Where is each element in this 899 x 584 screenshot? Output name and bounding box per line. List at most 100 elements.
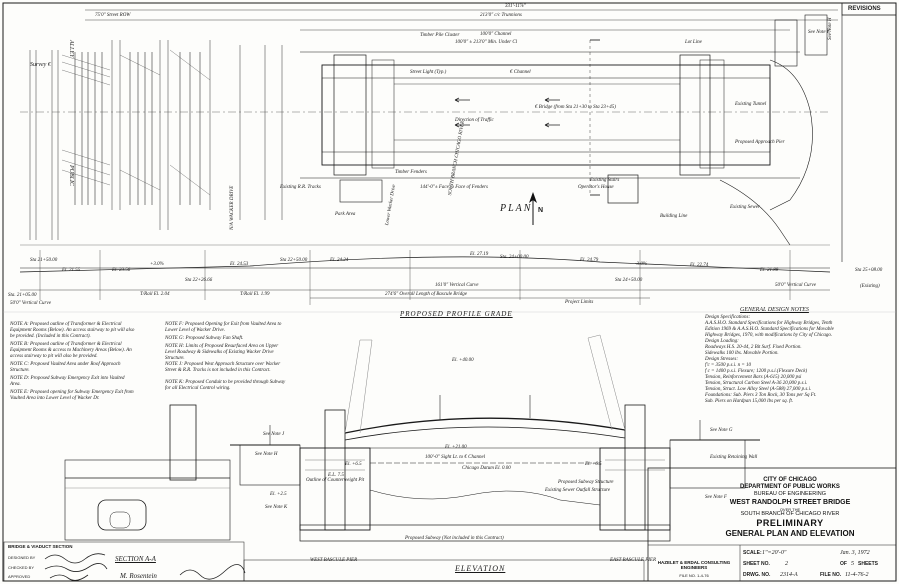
tb-consultant: HAZELET & ERDAL CONSULTING ENGINEERS <box>657 560 731 570</box>
revisions-label: REVISIONS <box>848 6 881 12</box>
tb-sheet-title: GENERAL PLAN AND ELEVATION <box>725 529 855 538</box>
plan-view: N <box>20 9 838 246</box>
street-light-label: Street Light (Typ.) <box>410 70 447 75</box>
note-d: NOTE D: Proposed Subway Emergency Exit i… <box>10 376 125 387</box>
profile-sta-5: Sta 24+50.00 <box>615 278 643 283</box>
subway-structure-label: Proposed Subway Structure <box>558 480 614 485</box>
note-f: NOTE F: Proposed Opening for Exit from V… <box>165 322 282 333</box>
tb-file-value: 11-4-76-2 <box>845 572 869 578</box>
profile-el-3: El. 24.24 <box>330 258 349 263</box>
vertical-curve-left: 50'0" Vertical Curve <box>10 301 51 306</box>
grade-left: +3.0% <box>150 262 164 267</box>
profile-el-2: El. 24.53 <box>230 262 249 267</box>
note-b: NOTE B: Proposed outline of Transformer … <box>10 342 132 359</box>
outline-counterweight-label: Outline of Counterweight Pit <box>306 478 365 483</box>
elevation-title: ELEVATION <box>455 564 506 573</box>
existing-sewer-label: Existing Sewer <box>730 205 760 210</box>
tb-project: WEST RANDOLPH STREET BRIDGE <box>729 499 851 506</box>
channel-dim: 100'0" Channel <box>480 32 512 37</box>
profile-title: PROPOSED PROFILE GRADE <box>400 310 513 318</box>
existing-tracks-label: Existing R.R. Tracks <box>280 185 321 190</box>
profile-existing: (Existing) <box>860 284 880 289</box>
design-note-line: f'c = 3500 p.s.i. n = 10 <box>705 363 752 368</box>
timber-cluster-label: Timber Pile Cluster <box>420 33 460 38</box>
design-note-line: Tension, Reinforcement Bars (A-615) 20,0… <box>705 375 802 380</box>
profile-sta-4: Sta. 24+00.00 <box>500 255 529 260</box>
tb-date-value: Jan. 3, 1972 <box>840 550 870 556</box>
design-note-line: Design Loading: <box>705 339 739 344</box>
see-note-e-label: See Note E <box>808 30 830 35</box>
profile-sta-6: Sta 25+08.00 <box>855 268 883 273</box>
profile-el-6: El. 22.74 <box>690 263 709 268</box>
vertical-curve-right: 50'0" Vertical Curve <box>775 283 816 288</box>
design-note-line: Foundations: Sub. Piers 3 Ton Rock, 30 T… <box>705 393 817 398</box>
el-pier-left-label: El. +6.5 <box>345 462 362 467</box>
clear-height-label: 100'-0" Sight Lt. to € Channel <box>425 455 486 460</box>
note-e: NOTE E: Proposed opening for Subway Emer… <box>10 390 134 401</box>
e-channel-label: € Channel <box>510 70 531 75</box>
water-el-label: El. +2.5 <box>270 492 287 497</box>
design-note-line: f c = 1400 p.s.i. Flexure; 1200 p.s.i.(F… <box>705 369 808 374</box>
sig-designed-by: DESIGNED BY <box>8 555 36 560</box>
revisions-box <box>841 2 897 16</box>
design-note-line: A.A.S.H.O. Standard Specifications for H… <box>705 321 833 326</box>
profile-el-4: El. 27.19 <box>470 252 489 257</box>
see-note-k-label: See Note K <box>265 505 288 510</box>
elevation-view <box>230 334 760 542</box>
el-top-label: El. +40.00 <box>452 358 474 363</box>
tb-scale-value: 1"=20'-0" <box>762 550 787 556</box>
tb-file-label: FILE NO. <box>820 572 842 578</box>
design-note-line: Highway Bridges, 1970, with modification… <box>705 333 833 338</box>
tb-status: PRELIMINARY <box>756 518 824 528</box>
profile-sta-2: Sta 22+26.66 <box>185 278 213 283</box>
design-note-line: Design Stresses: <box>705 357 739 362</box>
see-note-g-label: See Note G <box>710 428 733 433</box>
face-to-face-dim: 144'-0"± Face to Face of Fenders <box>420 185 488 190</box>
el-pier-right-label: El. +6.5 <box>585 462 602 467</box>
park-area-label: Park Area <box>335 212 356 217</box>
existing-sewer-elev-label: Existing Sewer Outfall Structure <box>545 488 610 493</box>
bottom-chord-label: E.L. 7.5 <box>328 473 344 478</box>
engineer-signature: M. Rosentein <box>120 572 157 580</box>
design-note-line: Design Specifications: <box>705 315 751 320</box>
note-k: NOTE K: Proposed Conduit to be provided … <box>165 380 286 391</box>
tb-over: OVER THE <box>779 507 801 512</box>
lot-line-label: Lot Line <box>685 40 702 45</box>
tb-sheet-label: SHEET NO. <box>743 561 770 567</box>
bridge-deck-outline <box>321 64 771 166</box>
bridge-station-label: € Bridge (from Sta 21+30 to Sta 23+45) <box>535 105 616 110</box>
design-note-line: Edition 1969 & A.A.S.H.O. Standard Speci… <box>705 327 834 332</box>
note-a: NOTE A: Proposed outline of Transformer … <box>10 322 135 339</box>
subway-label: Proposed Subway (Not included in this Co… <box>405 536 504 541</box>
east-pier-label: EAST BASCULE PIER <box>610 558 657 563</box>
overall-dim: 331'-11⅞" <box>505 4 526 9</box>
design-note-line: Tension, Struct. Low Alloy Steel (A-588)… <box>705 387 812 392</box>
note-j: NOTE J: Proposed West Approach Structure… <box>165 362 281 373</box>
bascule-length: 161'0" Vertical Curve <box>435 283 479 288</box>
timber-fenders-label: Timber Fenders <box>395 170 427 175</box>
profile-sta-3: Sta 22+50.00 <box>280 258 308 263</box>
project-limits: Project Limits <box>565 300 594 305</box>
title-block-frame <box>647 467 897 582</box>
section-title: SECTION A-A <box>115 555 156 563</box>
tb-bureau: BUREAU OF ENGINEERING <box>753 491 827 497</box>
tb-scale-label: SCALE: <box>743 550 762 556</box>
signatures-handwritten <box>44 553 246 581</box>
trunnions-dim: 213'0" c/c Trunnions <box>480 13 522 18</box>
see-note-j-label: See Note J <box>263 432 285 437</box>
tb-city: CITY OF CHICAGO <box>763 477 817 483</box>
see-note-f-label: See Note F <box>705 495 727 500</box>
north-arrow-icon: N <box>529 192 543 225</box>
building-line-label: Building Line <box>660 214 688 219</box>
tb-drwg-value: 2314-A <box>780 572 798 578</box>
section-aa <box>64 404 231 541</box>
t-rail-left: T/Rail El. 2.04 <box>140 292 170 297</box>
el-left-label: El. +21.00 <box>445 445 467 450</box>
design-notes-list: Design Specifications: A.A.S.H.O. Standa… <box>705 315 890 405</box>
sig-approved: APPROVED <box>8 574 31 579</box>
profile-el-0: El. 21.55 <box>62 268 81 273</box>
profile-el-1: El. 23.56 <box>112 268 131 273</box>
sig-checked-by: CHECKED BY <box>8 565 35 570</box>
note-c: NOTE C: Proposed Vaulted Area under Roof… <box>10 362 121 373</box>
